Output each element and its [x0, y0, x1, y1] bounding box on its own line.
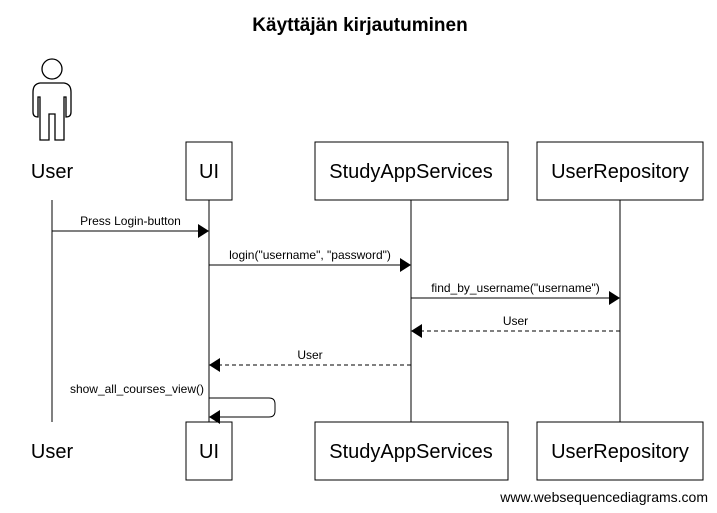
participant-user-bottom: User [31, 441, 74, 463]
participant-box [536, 141, 704, 201]
participant-services-bottom: StudyAppServices [314, 421, 509, 481]
arrow-head [198, 224, 209, 238]
messages: Press Login-button login("username", "pas… [52, 214, 620, 424]
participant-repo-top: UserRepository [536, 141, 704, 201]
participant-ui-top: UI [185, 141, 233, 201]
participants: UserUserUIUIStudyAppServicesStudyAppServ… [31, 58, 704, 481]
participant-box [185, 141, 233, 201]
message-5: User [209, 348, 411, 372]
participant-box [314, 421, 509, 481]
participant-label: StudyAppServices [329, 161, 492, 183]
watermark: www.websequencediagrams.com [499, 489, 708, 505]
participant-label: User [31, 441, 74, 463]
message-label: Press Login-button [80, 214, 181, 228]
participant-label: User [31, 161, 74, 183]
participant-services-top: StudyAppServices [314, 141, 509, 201]
message-2: login("username", "password") [209, 248, 411, 272]
participant-box [314, 141, 509, 201]
participant-label: UserRepository [551, 161, 689, 183]
arrow-head [609, 291, 620, 305]
message-label: User [297, 348, 322, 362]
arrow-head [209, 358, 220, 372]
message-4: User [411, 314, 620, 338]
arrow-head [411, 324, 422, 338]
participant-box [536, 421, 704, 481]
message-1: Press Login-button [52, 214, 209, 238]
message-3: find_by_username("username") [411, 281, 620, 305]
arrow-head [400, 258, 411, 272]
participant-repo-bottom: UserRepository [536, 421, 704, 481]
participant-label: UI [199, 441, 219, 463]
arrow-head [209, 410, 220, 424]
message-6: show_all_courses_view() [70, 382, 276, 424]
message-label: show_all_courses_view() [70, 382, 204, 396]
diagram-title: Käyttäjän kirjautuminen [252, 15, 467, 36]
participant-box [185, 421, 233, 481]
actor-user-icon [32, 58, 72, 141]
message-line [209, 397, 276, 418]
message-label: User [503, 314, 528, 328]
message-label: login("username", "password") [229, 248, 391, 262]
participant-label: StudyAppServices [329, 441, 492, 463]
participant-ui-bottom: UI [185, 421, 233, 481]
participant-user-top: User [31, 161, 74, 183]
participant-label: UI [199, 161, 219, 183]
message-label: find_by_username("username") [431, 281, 600, 295]
lifelines [51, 200, 621, 422]
participant-label: UserRepository [551, 441, 689, 463]
